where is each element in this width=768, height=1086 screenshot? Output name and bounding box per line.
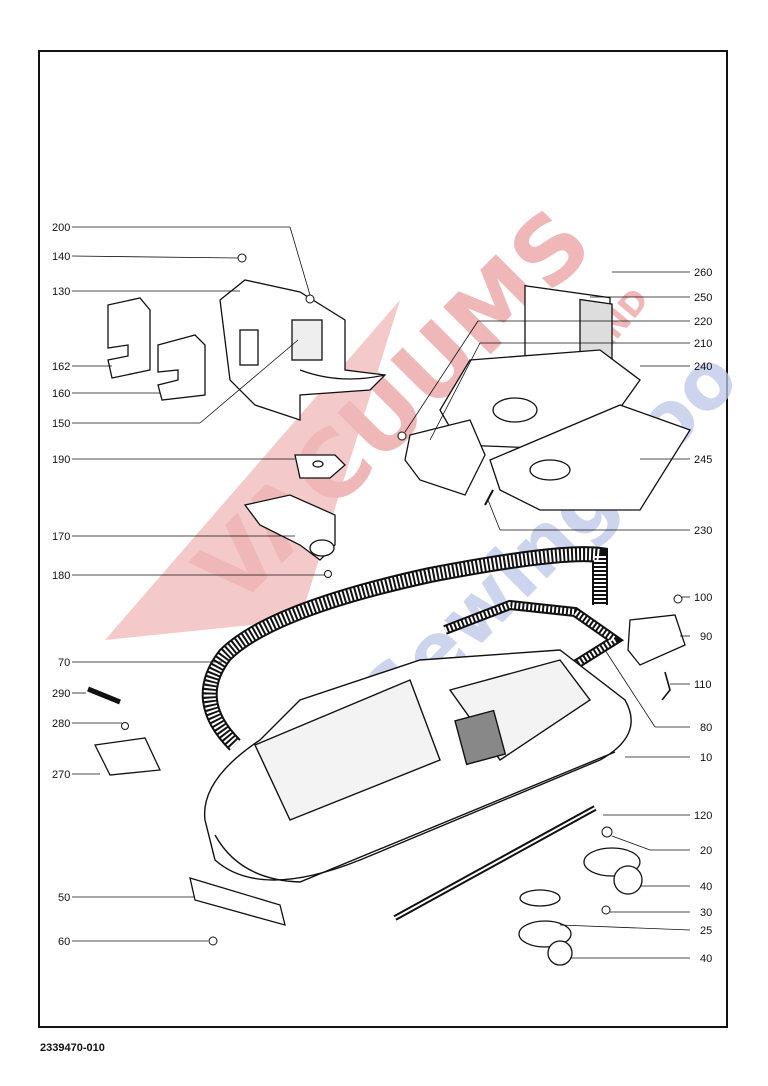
screw-180 xyxy=(324,570,332,578)
part-pin-290 xyxy=(87,686,121,705)
part-wheel-upper xyxy=(583,847,643,895)
callout-150: 150 xyxy=(52,418,70,430)
part-main-housing xyxy=(203,649,632,883)
part-latch xyxy=(294,454,346,479)
part-cord-holder xyxy=(627,614,686,666)
part-bag-bracket xyxy=(404,419,486,496)
spring-110 xyxy=(661,671,671,701)
part-seal-80 xyxy=(443,599,625,670)
callout-230: 230 xyxy=(694,525,712,537)
diagram-frame xyxy=(38,50,728,1028)
screw-280 xyxy=(121,722,129,730)
callout-120: 120 xyxy=(694,810,712,822)
callout-50: 50 xyxy=(58,892,70,904)
callout-30: 30 xyxy=(700,907,712,919)
callout-245: 245 xyxy=(694,454,712,466)
part-gasket-70-texture xyxy=(203,548,606,750)
screw-30 xyxy=(601,905,611,915)
screw-140 xyxy=(237,253,247,263)
callout-270: 270 xyxy=(52,769,70,781)
callout-162: 162 xyxy=(52,361,70,373)
callout-20: 20 xyxy=(700,845,712,857)
part-dust-bags xyxy=(439,349,691,511)
callout-leaders xyxy=(71,226,691,959)
callout-180: 180 xyxy=(52,570,70,582)
washer-20 xyxy=(601,826,613,838)
part-switch-assembly xyxy=(243,494,336,561)
callout-40-upper: 40 xyxy=(700,881,712,893)
callout-250: 250 xyxy=(694,292,712,304)
callout-10: 10 xyxy=(700,752,712,764)
callout-200: 200 xyxy=(52,222,70,234)
callout-130: 130 xyxy=(52,286,70,298)
nut-200 xyxy=(305,294,315,304)
part-bag-holder-frame xyxy=(219,279,387,421)
callout-110: 110 xyxy=(694,679,712,691)
part-wheel-lower xyxy=(518,889,573,966)
screw-60 xyxy=(208,936,218,946)
screw-220 xyxy=(397,431,407,441)
callout-70: 70 xyxy=(58,657,70,669)
part-bumper-50 xyxy=(189,877,286,926)
callout-100: 100 xyxy=(694,592,712,604)
callout-160: 160 xyxy=(52,388,70,400)
spring-230 xyxy=(484,489,494,506)
callout-290: 290 xyxy=(52,688,70,700)
callout-60: 60 xyxy=(58,936,70,948)
callout-140: 140 xyxy=(52,251,70,263)
part-strip-120-inner xyxy=(394,807,596,919)
screw-100 xyxy=(673,594,683,604)
callout-190: 190 xyxy=(52,454,70,466)
callout-280: 280 xyxy=(52,718,70,730)
callout-90: 90 xyxy=(700,631,712,643)
callout-25: 25 xyxy=(700,925,712,937)
callout-210: 210 xyxy=(694,338,712,350)
part-hinge-270 xyxy=(94,737,161,776)
document-number: 2339470-010 xyxy=(40,1042,105,1054)
callout-40-lower: 40 xyxy=(700,953,712,965)
callout-260: 260 xyxy=(694,267,712,279)
part-clips xyxy=(107,297,206,401)
callout-240: 240 xyxy=(694,361,712,373)
callout-220: 220 xyxy=(694,316,712,328)
callout-170: 170 xyxy=(52,531,70,543)
callout-80: 80 xyxy=(700,722,712,734)
